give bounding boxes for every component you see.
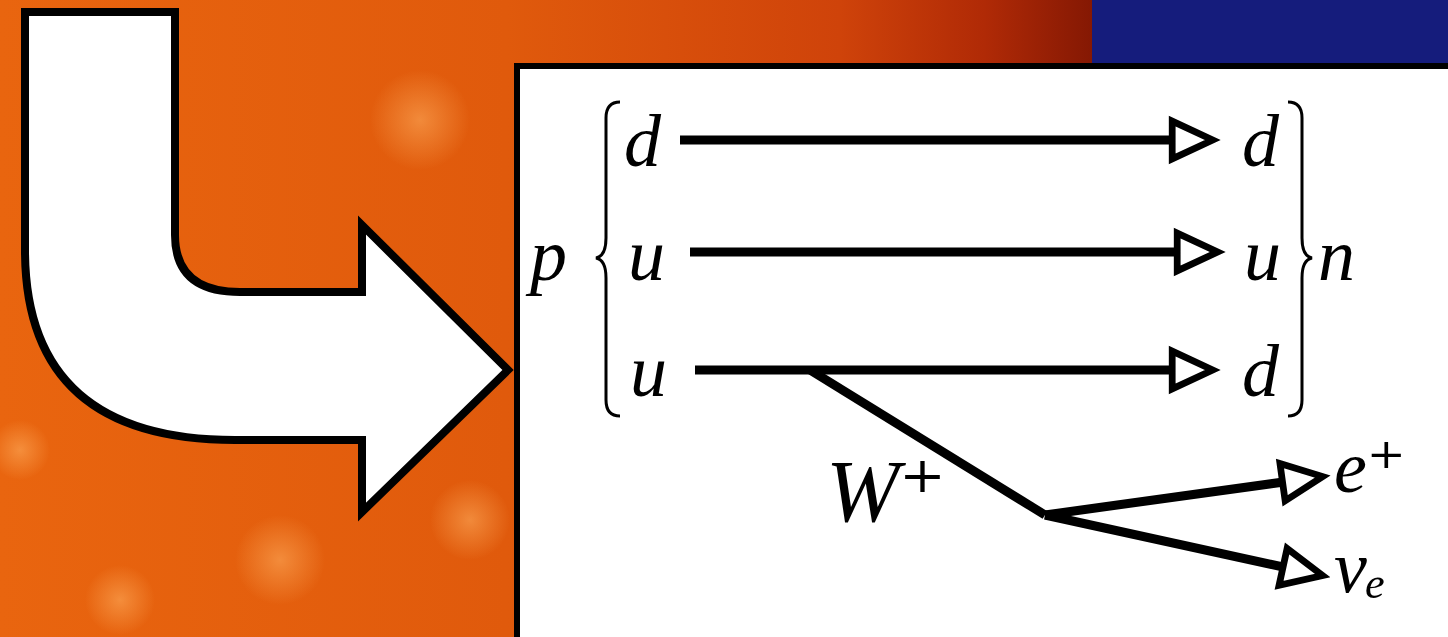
quark-label: d: [1242, 104, 1279, 178]
quark-lines: [680, 140, 1320, 575]
quark-label: u: [630, 334, 667, 408]
boson-label: W⁺: [826, 448, 946, 536]
quark-label: u: [1244, 218, 1281, 292]
pointer-arrow: [25, 12, 508, 512]
lepton-label: e⁺: [1334, 430, 1406, 504]
quark-label: d: [1242, 334, 1279, 408]
quark-label: d: [624, 104, 661, 178]
lepton-label: νₑ: [1334, 530, 1386, 604]
diagram-panel: [517, 66, 1448, 637]
hadron-braces: [596, 102, 1312, 416]
corner-panel: [1092, 0, 1448, 64]
hadron-label: p: [530, 218, 567, 292]
hadron-label: n: [1318, 218, 1355, 292]
quark-label: u: [628, 218, 665, 292]
